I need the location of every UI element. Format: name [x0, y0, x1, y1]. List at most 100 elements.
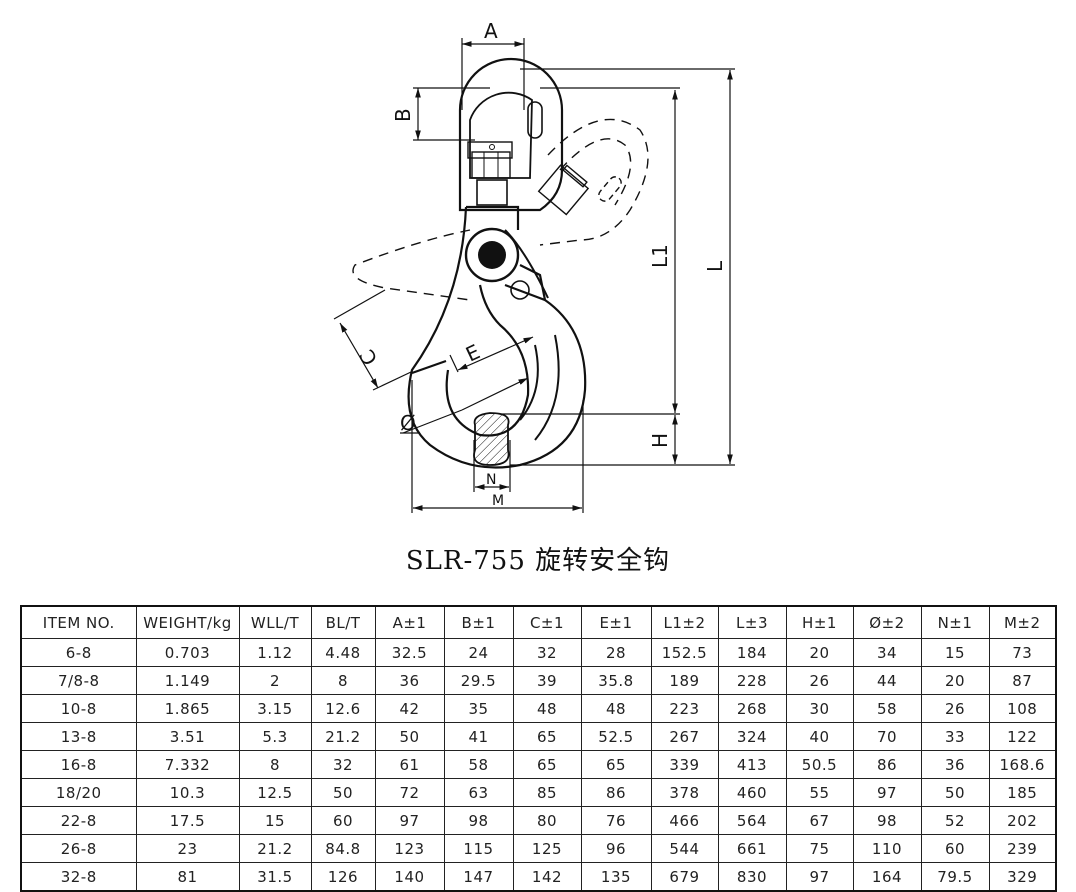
- cell-item-no: 10-8: [20, 694, 137, 723]
- cell-bl: 32: [310, 750, 376, 779]
- cell-l1: 189: [650, 666, 719, 695]
- cell-h: 30: [785, 694, 854, 723]
- cell-h: 97: [785, 862, 854, 892]
- dim-label-m: M: [492, 493, 504, 509]
- cell-h: 67: [785, 806, 854, 835]
- cell-b: 35: [443, 694, 514, 723]
- table-header-row: ITEM NO. WEIGHT/kg WLL/T BL/T A±1 B±1 C±…: [20, 605, 1057, 639]
- col-header-e: E±1: [580, 605, 652, 639]
- cell-bl: 21.2: [310, 722, 376, 751]
- col-header-weight: WEIGHT/kg: [135, 605, 240, 639]
- col-header-l: L±3: [717, 605, 787, 639]
- product-title: SLR-755 旋转安全钩: [405, 546, 671, 576]
- cell-a: 123: [374, 834, 445, 863]
- cell-c: 142: [512, 862, 582, 892]
- cell-weight: 10.3: [135, 778, 240, 807]
- cell-item-no: 32-8: [20, 862, 137, 892]
- cell-item-no: 26-8: [20, 834, 137, 863]
- cell-m: 122: [988, 722, 1057, 751]
- cell-l: 661: [717, 834, 787, 863]
- cell-l: 413: [717, 750, 787, 779]
- cell-wll: 5.3: [238, 722, 312, 751]
- cell-h: 75: [785, 834, 854, 863]
- pivot-pin: [478, 241, 506, 269]
- cell-a: 32.5: [374, 638, 445, 667]
- cell-bl: 126: [310, 862, 376, 892]
- cell-e: 65: [580, 750, 652, 779]
- hook-outline: [407, 57, 587, 469]
- cell-wll: 2: [238, 666, 312, 695]
- cell-l1: 679: [650, 862, 719, 892]
- cell-c: 65: [512, 750, 582, 779]
- cell-item-no: 6-8: [20, 638, 137, 667]
- cell-m: 239: [988, 834, 1057, 863]
- col-header-b: B±1: [443, 605, 514, 639]
- cell-weight: 1.149: [135, 666, 240, 695]
- cell-m: 329: [988, 862, 1057, 892]
- dim-label-a: A: [484, 19, 498, 43]
- cell-b: 63: [443, 778, 514, 807]
- cell-l1: 544: [650, 834, 719, 863]
- cell-e: 28: [580, 638, 652, 667]
- cell-e: 76: [580, 806, 652, 835]
- cell-wll: 15: [238, 806, 312, 835]
- col-header-c: C±1: [512, 605, 582, 639]
- cell-c: 48: [512, 694, 582, 723]
- cell-n: 52: [920, 806, 990, 835]
- col-header-n: N±1: [920, 605, 990, 639]
- cell-n: 60: [920, 834, 990, 863]
- cell-c: 32: [512, 638, 582, 667]
- swivel-hook-technical-drawing: A B C E L1 L H Ø N M: [333, 19, 735, 513]
- cell-weight: 7.332: [135, 750, 240, 779]
- cell-l: 324: [717, 722, 787, 751]
- cell-b: 58: [443, 750, 514, 779]
- cell-a: 140: [374, 862, 445, 892]
- cell-phi: 70: [852, 722, 922, 751]
- dim-label-l: L: [703, 260, 727, 272]
- cell-weight: 1.865: [135, 694, 240, 723]
- cell-weight: 3.51: [135, 722, 240, 751]
- cell-l1: 339: [650, 750, 719, 779]
- cell-wll: 8: [238, 750, 312, 779]
- dim-label-b: B: [391, 108, 415, 122]
- cell-n: 15: [920, 638, 990, 667]
- cell-b: 41: [443, 722, 514, 751]
- cell-n: 36: [920, 750, 990, 779]
- cell-l: 228: [717, 666, 787, 695]
- cell-m: 108: [988, 694, 1057, 723]
- cell-wll: 3.15: [238, 694, 312, 723]
- cell-e: 48: [580, 694, 652, 723]
- cell-e: 86: [580, 778, 652, 807]
- cell-phi: 98: [852, 806, 922, 835]
- col-header-bl: BL/T: [310, 605, 376, 639]
- cell-phi: 164: [852, 862, 922, 892]
- cell-c: 125: [512, 834, 582, 863]
- cell-a: 72: [374, 778, 445, 807]
- cell-phi: 97: [852, 778, 922, 807]
- cell-wll: 21.2: [238, 834, 312, 863]
- cell-m: 73: [988, 638, 1057, 667]
- dim-label-h: H: [648, 433, 672, 448]
- cell-wll: 31.5: [238, 862, 312, 892]
- cell-l1: 223: [650, 694, 719, 723]
- cell-m: 87: [988, 666, 1057, 695]
- cell-wll: 1.12: [238, 638, 312, 667]
- cell-bl: 84.8: [310, 834, 376, 863]
- cell-weight: 81: [135, 862, 240, 892]
- cell-e: 52.5: [580, 722, 652, 751]
- cell-n: 50: [920, 778, 990, 807]
- cell-bl: 12.6: [310, 694, 376, 723]
- cell-item-no: 7/8-8: [20, 666, 137, 695]
- cell-wll: 12.5: [238, 778, 312, 807]
- col-header-h: H±1: [785, 605, 854, 639]
- cell-e: 35.8: [580, 666, 652, 695]
- cell-h: 55: [785, 778, 854, 807]
- cell-phi: 86: [852, 750, 922, 779]
- cell-e: 96: [580, 834, 652, 863]
- cell-l: 268: [717, 694, 787, 723]
